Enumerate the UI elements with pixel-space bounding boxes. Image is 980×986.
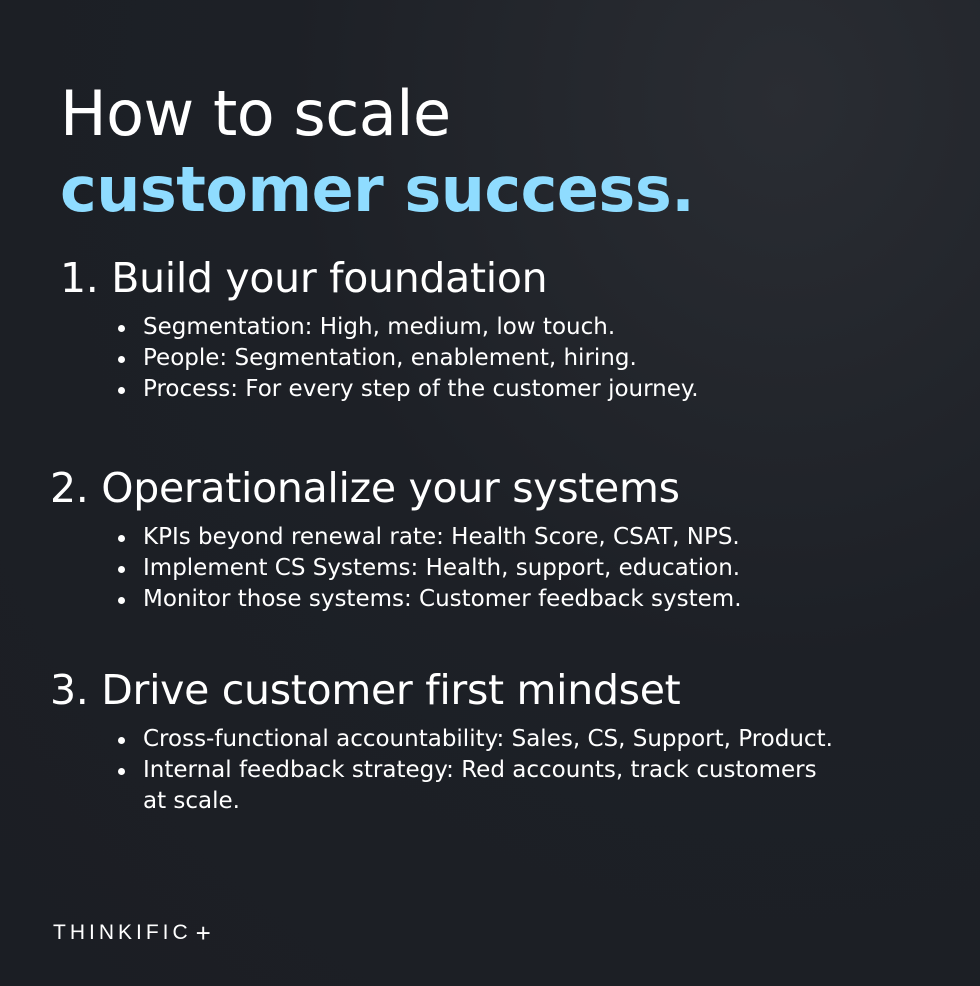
list-item-text: People: Segmentation, enablement, hiring… (143, 345, 637, 371)
bullet-icon (118, 597, 125, 604)
bullet-icon (118, 566, 125, 573)
list-item-text: Implement CS Systems: Health, support, e… (143, 555, 741, 581)
bullet-icon (118, 535, 125, 542)
bullet-icon (118, 325, 125, 332)
list-item: KPIs beyond renewal rate: Health Score, … (118, 522, 843, 553)
list-item-text: Process: For every step of the customer … (143, 376, 699, 402)
list-item: People: Segmentation, enablement, hiring… (118, 343, 843, 374)
section-build-foundation: 1. Build your foundation Segmentation: H… (50, 252, 950, 405)
bullet-icon (118, 768, 125, 775)
list-item: Internal feedback strategy: Red accounts… (118, 755, 843, 817)
bullet-icon (118, 387, 125, 394)
section-operationalize-systems: 2. Operationalize your systems KPIs beyo… (50, 462, 950, 615)
bullet-icon (118, 737, 125, 744)
list-item: Process: For every step of the customer … (118, 374, 843, 405)
bullet-icon (118, 356, 125, 363)
brand-logo: THINKIFIC + (53, 917, 211, 948)
headline-line-2-accent: customer success. (60, 153, 695, 226)
list-item-text: Monitor those systems: Customer feedback… (143, 586, 742, 612)
list-item-text: KPIs beyond renewal rate: Health Score, … (143, 524, 740, 550)
section-title: 2. Operationalize your systems (50, 464, 680, 512)
plus-icon: + (195, 917, 211, 948)
bullet-list: KPIs beyond renewal rate: Health Score, … (50, 522, 950, 615)
list-item: Cross-functional accountability: Sales, … (118, 724, 843, 755)
list-item: Monitor those systems: Customer feedback… (118, 584, 843, 615)
bullet-list: Cross-functional accountability: Sales, … (50, 724, 950, 817)
section-customer-first-mindset: 3. Drive customer first mindset Cross-fu… (50, 664, 950, 817)
headline-line-1: How to scale (60, 77, 451, 150)
headline: How to scale customer success. (60, 77, 695, 230)
section-title: 1. Build your foundation (60, 254, 548, 302)
list-item: Segmentation: High, medium, low touch. (118, 312, 843, 343)
list-item-text: Internal feedback strategy: Red accounts… (143, 757, 817, 814)
brand-name: THINKIFIC (53, 921, 192, 944)
bullet-list: Segmentation: High, medium, low touch. P… (50, 312, 950, 405)
list-item: Implement CS Systems: Health, support, e… (118, 553, 843, 584)
section-title: 3. Drive customer first mindset (50, 666, 681, 714)
list-item-text: Segmentation: High, medium, low touch. (143, 314, 616, 340)
list-item-text: Cross-functional accountability: Sales, … (143, 726, 833, 752)
